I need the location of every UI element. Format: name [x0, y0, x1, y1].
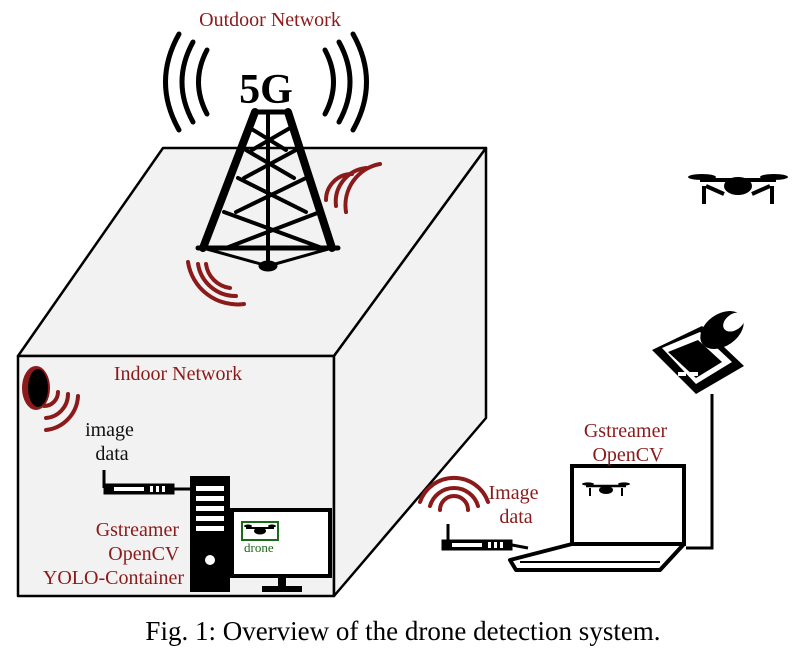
indoor-router-icon [102, 470, 175, 495]
camera-to-laptop-cable [686, 394, 714, 550]
cell-tower-icon [195, 108, 341, 272]
tower-signal-right-icon [324, 162, 382, 214]
drone-icon [688, 174, 788, 204]
laptop-software-label: Gstreamer OpenCV [584, 420, 672, 466]
outdoor-network-label: Outdoor Network [199, 9, 341, 31]
5g-signal-icon [163, 31, 369, 133]
outdoor-router-signal-icon [418, 475, 490, 512]
outdoor-image-data-label: Image data [489, 482, 544, 528]
5g-badge: 5G [239, 67, 293, 113]
indoor-software-label: Gstreamer OpenCV YOLO-Container [43, 519, 184, 589]
router-to-laptop-cable [511, 543, 529, 550]
detected-drone-box [241, 521, 279, 541]
monitor-drone-icon [244, 524, 276, 535]
outdoor-router-icon [441, 524, 513, 551]
pc-tower-icon [190, 476, 230, 592]
indoor-image-data-label: image data [85, 419, 139, 465]
indoor-network-label: Indoor Network [114, 363, 242, 385]
tower-signal-left-icon [186, 260, 246, 307]
laptop-drone-icon [582, 482, 630, 496]
camera-icon [652, 310, 745, 394]
figure-caption: Fig. 1: Overview of the drone detection … [145, 616, 660, 646]
indoor-signal-icon [42, 390, 80, 432]
building-side-face [332, 146, 488, 598]
indoor-access-point-icon [22, 366, 50, 410]
monitor-drone-tag: drone [244, 540, 274, 555]
laptop-icon [508, 464, 686, 572]
